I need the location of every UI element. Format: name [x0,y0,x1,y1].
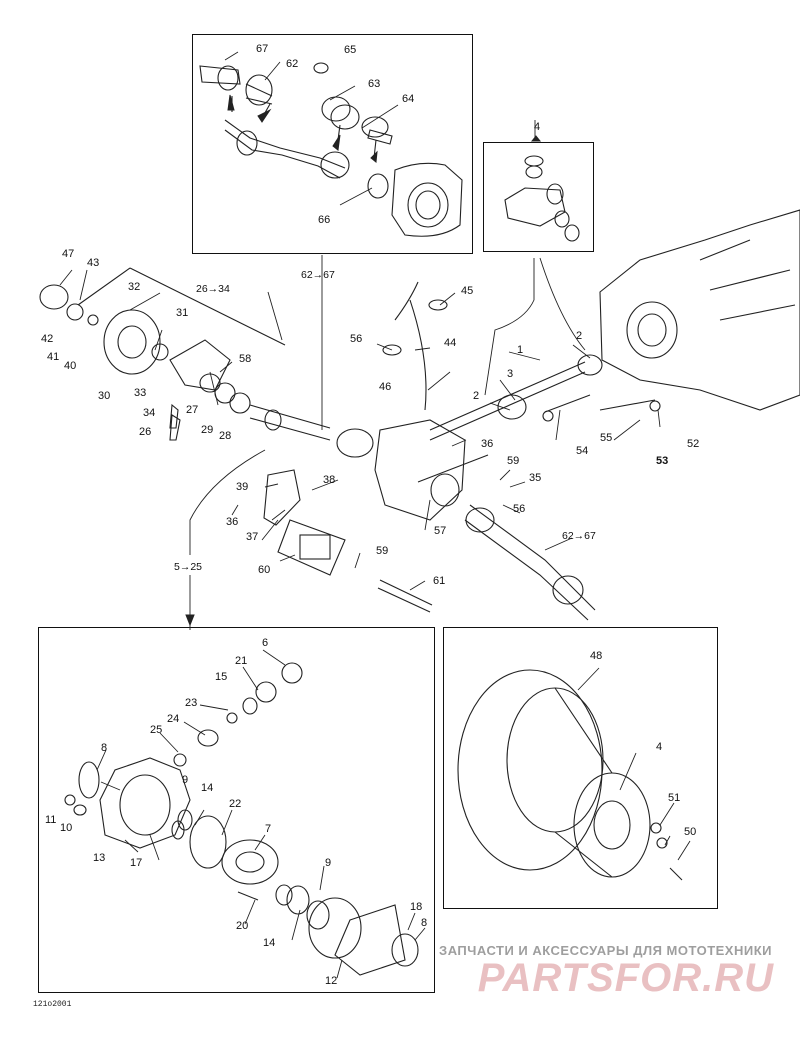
part-label-12: 12 [325,975,338,987]
part-label-4-wheel: 4 [656,741,663,753]
part-label-59-top: 59 [507,455,520,467]
part-label-7: 7 [265,823,272,835]
part-label-60: 60 [258,564,271,576]
part-label-62: 62 [286,58,299,70]
flow-arrows [185,94,542,627]
part-label-58: 58 [239,353,252,365]
part-label-37: 37 [246,531,259,543]
part-label-6: 6 [262,637,269,649]
part-label-8-left: 8 [101,742,108,754]
part-label-11: 11 [45,814,57,826]
coupler-detail-box [483,142,594,252]
part-label-2-mid: 2 [473,390,480,402]
part-label-9-left: 9 [182,774,189,786]
part-label-14-top: 14 [201,782,214,794]
drive-shaft-assembly [169,281,661,621]
part-label-26: 26 [139,426,152,438]
part-label-8-right: 8 [421,917,428,929]
part-label-30: 30 [98,390,111,402]
part-label-48: 48 [590,650,603,662]
ref-lower-box: 5→25 [174,561,203,573]
part-label-46: 46 [379,381,392,393]
part-label-54: 54 [576,445,589,457]
part-label-63: 63 [368,78,381,90]
part-label-38: 38 [323,474,336,486]
watermark-brand: PARTSFOR.RU [477,956,774,1000]
part-label-87: 67 [256,43,269,55]
part-label-47: 47 [62,248,75,260]
leader-lines [59,51,691,979]
part-label-27: 27 [186,404,199,416]
differential-detail-box [38,627,435,993]
part-label-3: 3 [507,368,514,380]
cv-joint-detail-box [192,34,473,254]
part-label-66: 66 [318,214,331,226]
part-label-15: 15 [215,671,228,683]
part-label-28: 28 [219,430,232,442]
part-label-23: 23 [185,697,198,709]
wheel-detail-box [443,627,718,909]
watermark-caption: ЗАПЧАСТИ И АКСЕССУАРЫ ДЛЯ МОТОТЕХНИКИ [439,943,772,958]
part-label-2-top: 2 [576,330,583,342]
part-label-41: 41 [47,351,60,363]
part-label-33: 33 [134,387,147,399]
part-label-57: 57 [434,525,447,537]
part-label-10: 10 [60,822,73,834]
part-label-1: 1 [517,344,524,356]
part-label-13: 13 [93,852,106,864]
part-label-25: 25 [150,724,163,736]
part-label-65: 65 [344,44,357,56]
part-label-32: 32 [128,281,141,293]
hub-knuckle-assembly [39,267,286,429]
part-label-18: 18 [410,901,423,913]
differential-parts [64,662,419,976]
part-label-4-top: 4 [534,121,541,133]
part-label-40: 40 [64,360,77,372]
part-label-31: 31 [176,307,189,319]
part-label-59-mid: 59 [376,545,389,557]
part-label-22: 22 [229,798,242,810]
part-label-56-top: 56 [350,333,363,345]
part-label-24: 24 [167,713,180,725]
cv-shaft-top [199,62,463,237]
part-label-53: 53 [656,455,669,467]
part-label-21: 21 [235,655,248,667]
part-label-39: 39 [236,481,249,493]
part-label-52: 52 [687,438,700,450]
part-label-17: 17 [130,857,143,869]
part-label-36-top: 36 [481,438,494,450]
wheel-parts [457,669,683,881]
part-label-29: 29 [201,424,214,436]
part-label-56-mid: 56 [513,503,526,515]
part-label-50: 50 [684,826,697,838]
part-label-61: 61 [433,575,446,587]
engine-case [599,209,800,411]
diagram-code: 121o2001 [33,1000,72,1009]
part-label-43: 43 [87,257,100,269]
part-label-64: 64 [402,93,415,105]
part-label-35: 35 [529,472,542,484]
part-label-36-mid: 36 [226,516,239,528]
part-label-34: 34 [143,407,156,419]
part-label-20: 20 [236,920,249,932]
ref-hub-group: 26→34 [196,283,230,295]
part-label-45: 45 [461,285,474,297]
ref-top-box: 62→67 [301,269,335,281]
ref-right-axle: 62→67 [562,530,596,542]
part-label-44: 44 [444,337,457,349]
part-label-9-right: 9 [325,857,332,869]
part-label-14-bottom: 14 [263,937,276,949]
part-label-42: 42 [41,333,54,345]
part-label-55: 55 [600,432,613,444]
part-label-51: 51 [668,792,681,804]
coupler-parts [504,155,580,242]
